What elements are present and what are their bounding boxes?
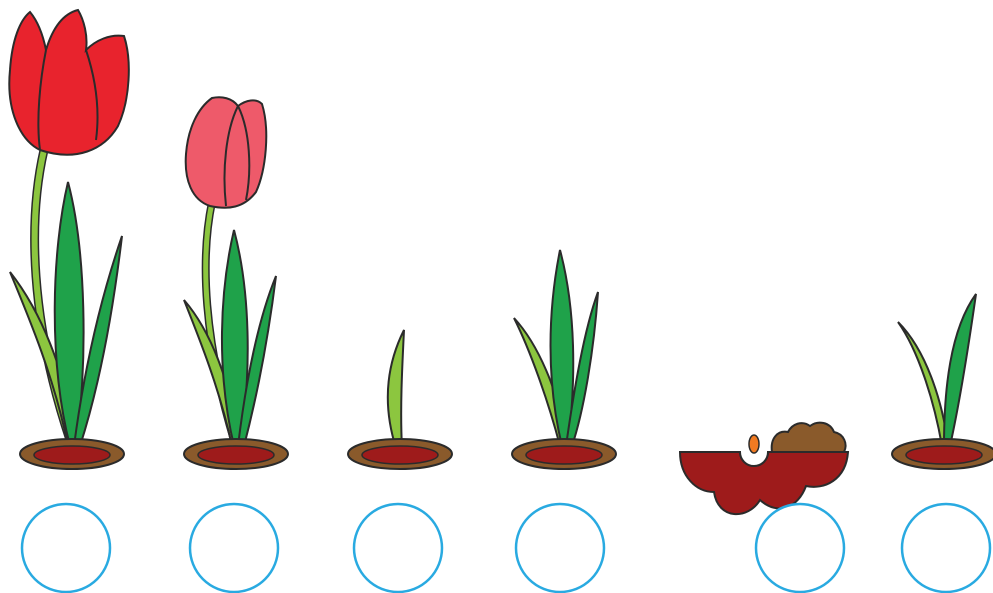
stage-two-leaf-shoot bbox=[892, 294, 993, 469]
answer-circle-4[interactable] bbox=[516, 504, 604, 592]
planting-hole bbox=[906, 446, 982, 464]
planting-hole bbox=[362, 446, 438, 464]
planting-hole bbox=[526, 446, 602, 464]
stage-single-sprout bbox=[348, 330, 452, 469]
stage-bulb-in-soil bbox=[680, 423, 848, 515]
tulip-flower bbox=[9, 10, 128, 155]
planting-hole bbox=[198, 446, 274, 464]
answer-circle-3[interactable] bbox=[354, 504, 442, 592]
answer-circle-1[interactable] bbox=[22, 504, 110, 592]
sprout-leaf bbox=[388, 330, 404, 448]
seed-icon bbox=[749, 435, 759, 453]
stage-red-tulip-bloom bbox=[9, 10, 128, 469]
answer-circle-5[interactable] bbox=[756, 504, 844, 592]
leaf-right bbox=[944, 294, 976, 446]
soil-mound bbox=[772, 423, 846, 452]
answer-circle-6[interactable] bbox=[902, 504, 990, 592]
answer-circle-2[interactable] bbox=[190, 504, 278, 592]
planting-hole bbox=[34, 446, 110, 464]
answer-slots bbox=[22, 504, 990, 592]
stage-leafy-shoot bbox=[512, 250, 616, 469]
stage-pink-tulip-bud bbox=[184, 97, 288, 469]
leaf-left bbox=[898, 322, 948, 446]
